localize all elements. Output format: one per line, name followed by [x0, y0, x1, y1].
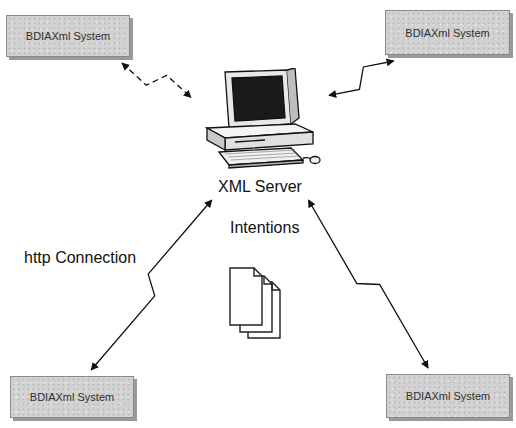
connection-arrow — [122, 63, 191, 98]
system-box: BDIAXml System — [386, 374, 510, 418]
edge-label: http Connection — [22, 249, 138, 267]
server-node: XML Server — [195, 68, 325, 196]
system-label: BDIAXml System — [406, 390, 490, 402]
system-box: BDIAXml System — [385, 10, 510, 55]
note-label: Intentions — [228, 219, 301, 237]
connection-arrow — [329, 61, 394, 95]
connection-arrow — [91, 200, 212, 370]
system-label: BDIAXml System — [30, 391, 114, 403]
system-label: BDIAXml System — [405, 27, 489, 39]
computer-icon — [195, 68, 325, 172]
system-box: BDIAXml System — [6, 15, 130, 57]
connection-arrow — [308, 200, 428, 368]
document-stack — [230, 268, 280, 338]
server-label: XML Server — [195, 178, 325, 196]
system-label: BDIAXml System — [26, 30, 110, 42]
system-box: BDIAXml System — [10, 376, 134, 418]
